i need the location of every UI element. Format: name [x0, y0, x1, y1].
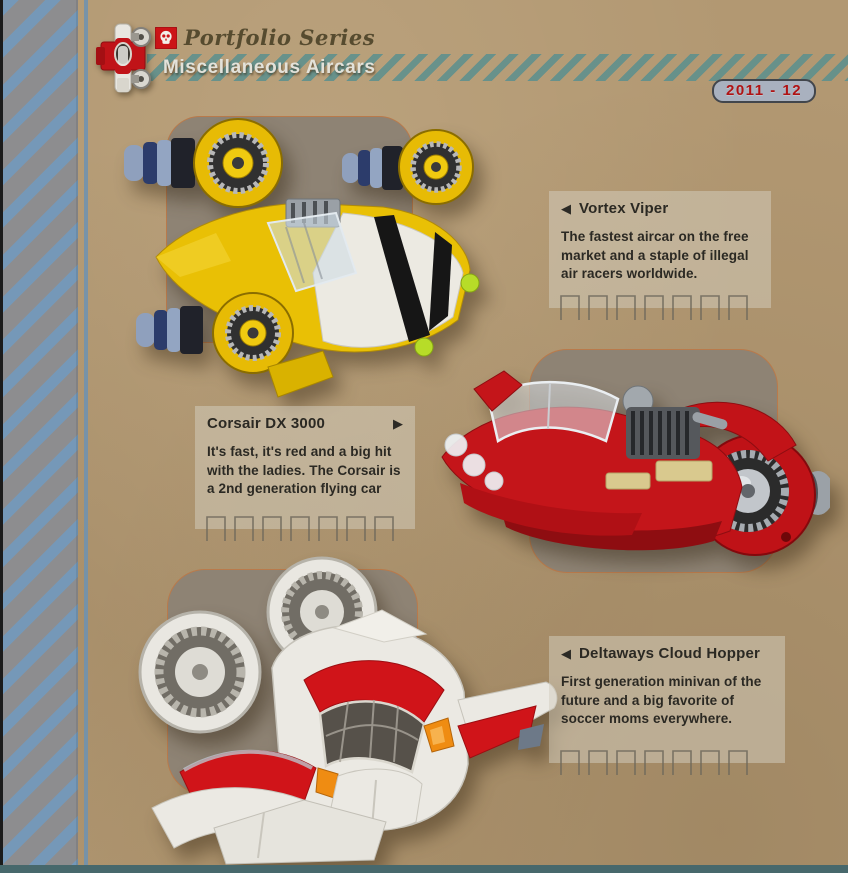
entry-description: First generation minivan of the future a… — [561, 674, 762, 727]
page-left-edge — [0, 0, 3, 873]
hopper-turbine-far — [138, 610, 262, 734]
arrow-right-icon: ▶ — [393, 416, 403, 431]
page-title: Miscellaneous Aircars — [163, 56, 376, 78]
callout-vortex-viper: ◀ Vortex Viper The fastest aircar on the… — [549, 191, 771, 320]
arrow-left-icon: ◀ — [561, 646, 571, 661]
vertical-guide-line — [84, 0, 88, 873]
entry-description: It's fast, it's red and a big hit with t… — [207, 444, 401, 497]
vortex-viper-model-photo — [124, 118, 480, 398]
skull-badge-icon — [155, 26, 177, 49]
series-label: Portfolio Series — [184, 25, 376, 50]
entry-description: The fastest aircar on the free market an… — [561, 229, 749, 282]
entry-title: Deltaways Cloud Hopper — [579, 645, 761, 662]
year-badge: 2011 - 12 — [712, 79, 817, 103]
entry-title: Corsair DX 3000 — [207, 415, 326, 432]
stud-strip-decoration — [560, 750, 748, 775]
callout-cloud-hopper: ◀ Deltaways Cloud Hopper First generatio… — [549, 636, 785, 775]
corsair-dx-3000-model-photo — [441, 370, 830, 556]
callout-corsair-dx-3000: Corsair DX 3000 ▶ It's fast, it's red an… — [195, 406, 415, 541]
title-band: Miscellaneous Aircars — [147, 54, 848, 81]
callout-title-row: ◀ Vortex Viper — [561, 200, 761, 217]
bottom-teal-bar — [0, 865, 848, 873]
series-header: Portfolio Series — [155, 25, 375, 50]
arrow-left-icon: ◀ — [561, 201, 571, 216]
striped-ribbon — [3, 0, 78, 873]
cloud-hopper-model-photo — [138, 556, 558, 865]
entry-title: Vortex Viper — [579, 200, 669, 217]
viper-turbine-top-right — [342, 129, 474, 205]
stud-strip-decoration — [560, 295, 748, 320]
stud-strip-decoration — [206, 516, 394, 541]
viper-turbine-top-left — [124, 118, 283, 208]
callout-title-row: Corsair DX 3000 ▶ — [207, 415, 405, 432]
callout-title-row: ◀ Deltaways Cloud Hopper — [561, 645, 775, 662]
aircar-top-view-icon — [96, 23, 151, 93]
viper-turbine-bottom-left — [136, 292, 294, 374]
